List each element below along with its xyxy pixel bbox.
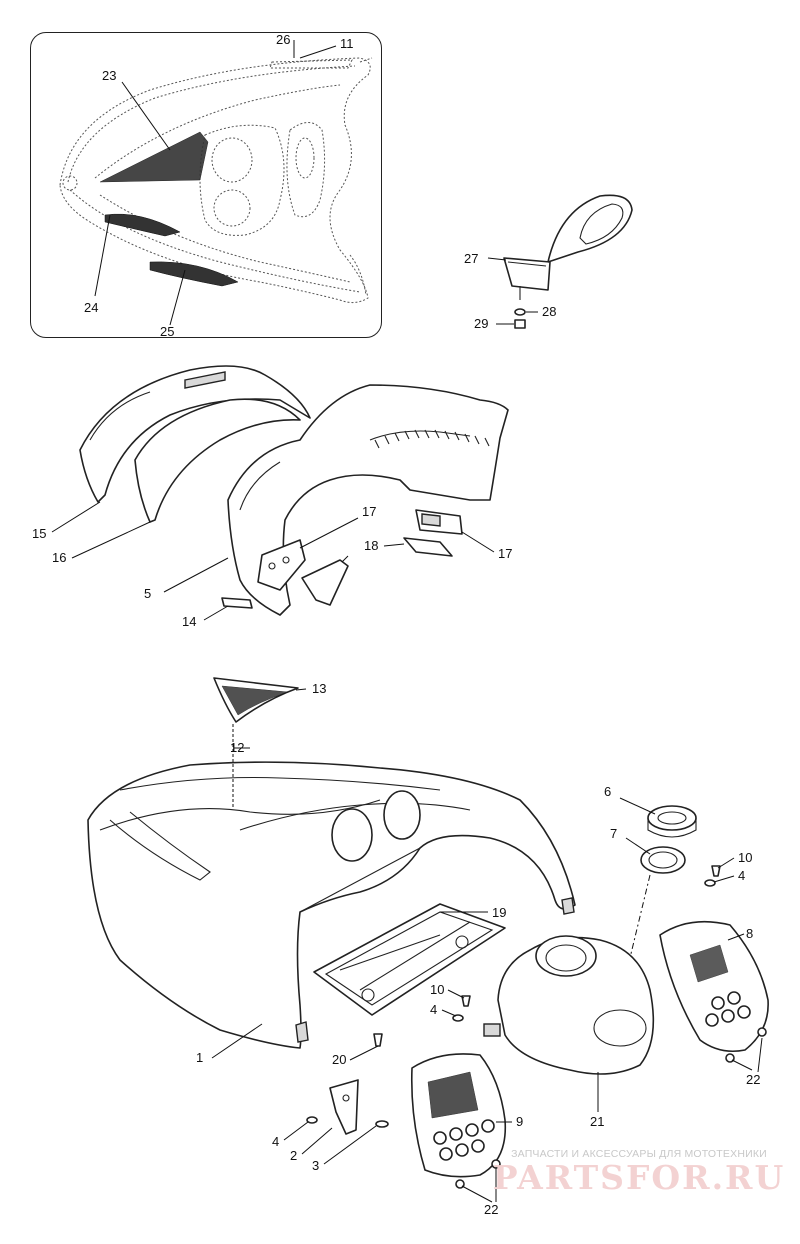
assembly-line-7-21 <box>614 874 651 1021</box>
part-4-washer-lower <box>306 1116 318 1124</box>
part-22-plug-left <box>455 1159 501 1189</box>
callout-14: 14 <box>182 614 196 629</box>
callout-26: 26 <box>276 32 290 47</box>
callout-29: 29 <box>474 316 488 331</box>
part-1-front-hood <box>87 761 576 1049</box>
part-22-plug-right <box>725 1027 767 1063</box>
callout-22-left: 22 <box>484 1202 498 1217</box>
callout-9: 9 <box>516 1114 523 1129</box>
part-27-grip-handle <box>503 194 633 300</box>
callout-12: 12 <box>230 740 244 755</box>
part-19-tray <box>313 903 506 1016</box>
callout-21: 21 <box>590 1114 604 1129</box>
part-17-right-bracket <box>415 509 463 535</box>
callout-20: 20 <box>332 1052 346 1067</box>
part-29-nut <box>514 319 526 329</box>
watermark: ЗАПЧАСТИ И АКСЕССУАРЫ ДЛЯ МОТОТЕХНИКИ PA… <box>483 1148 795 1196</box>
part-10-screw-mid <box>461 995 471 1007</box>
callout-10-mid: 10 <box>430 982 444 997</box>
part-16-inner-liner <box>134 398 301 523</box>
part-28-washer <box>514 308 526 316</box>
inset-frame <box>30 32 382 338</box>
callout-18: 18 <box>364 538 378 553</box>
callout-8: 8 <box>746 926 753 941</box>
callout-17-left: 17 <box>362 504 376 519</box>
callout-22-right: 22 <box>746 1072 760 1087</box>
callout-16: 16 <box>52 550 66 565</box>
part-7-gasket <box>640 846 686 874</box>
part-6-ring <box>647 805 697 838</box>
callout-4-lower: 4 <box>272 1134 279 1149</box>
callout-27: 27 <box>464 251 478 266</box>
callout-10-right: 10 <box>738 850 752 865</box>
callout-3: 3 <box>312 1158 319 1173</box>
callout-23: 23 <box>102 68 116 83</box>
callout-5: 5 <box>144 586 151 601</box>
part-18-trim-strip <box>403 537 453 557</box>
callout-19: 19 <box>492 905 506 920</box>
callout-4-right: 4 <box>738 868 745 883</box>
callout-2: 2 <box>290 1148 297 1163</box>
part-3-washer <box>375 1120 389 1128</box>
part-21-gauge-housing <box>483 935 655 1075</box>
callout-28: 28 <box>542 304 556 319</box>
watermark-caption: ЗАПЧАСТИ И АКСЕССУАРЫ ДЛЯ МОТОТЕХНИКИ <box>511 1148 767 1160</box>
callout-labels: 26 11 23 24 25 27 28 29 15 16 5 14 17 18… <box>32 32 760 1217</box>
leader-lines <box>51 40 763 1203</box>
watermark-logo: PARTSFOR.RU <box>492 1158 786 1197</box>
part-14-clip <box>221 597 253 609</box>
part-18-trim-panel <box>301 559 349 606</box>
callout-7: 7 <box>610 826 617 841</box>
inset-top-cover <box>59 57 373 304</box>
callout-15: 15 <box>32 526 46 541</box>
callout-25: 25 <box>160 324 174 339</box>
part-9-side-panel-left <box>410 1053 507 1178</box>
part-2-bracket <box>329 1079 359 1135</box>
callout-17-right: 17 <box>498 546 512 561</box>
part-4-washer-mid <box>452 1014 464 1022</box>
callout-4-mid: 4 <box>430 1002 437 1017</box>
part-20-screw <box>373 1033 383 1047</box>
callout-6: 6 <box>604 784 611 799</box>
callout-1: 1 <box>196 1050 203 1065</box>
part-4-washer-right <box>704 879 716 887</box>
callout-11: 11 <box>340 36 354 51</box>
part-10-screw-right <box>711 865 721 877</box>
callout-13: 13 <box>312 681 326 696</box>
part-5-dash-liner <box>227 384 509 616</box>
part-13-vent-cap <box>213 677 299 723</box>
part-17-left-bracket <box>257 539 306 591</box>
part-15-outer-liner <box>79 365 311 503</box>
callout-24: 24 <box>84 300 98 315</box>
part-8-side-panel-right <box>659 920 769 1053</box>
